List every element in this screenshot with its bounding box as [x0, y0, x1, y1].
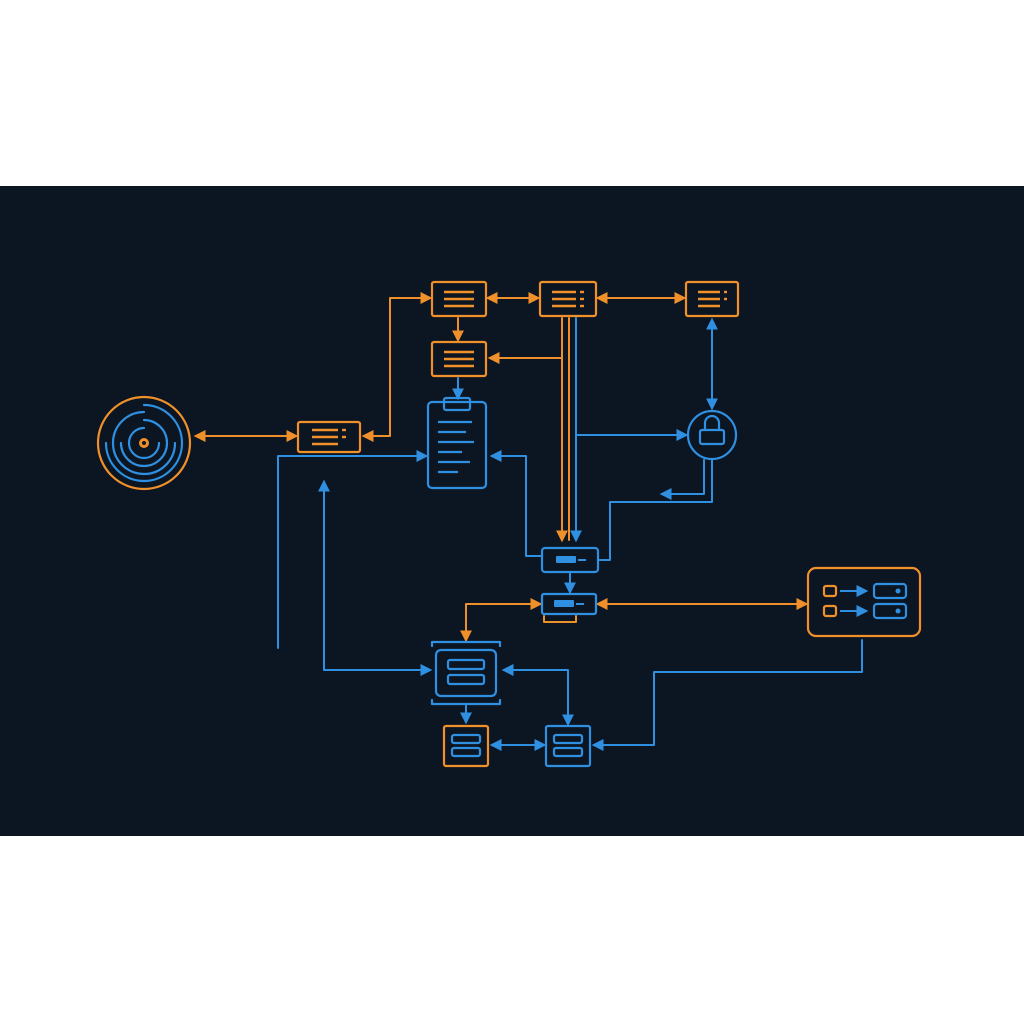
connector-control-panel-storage [591, 639, 863, 751]
router-icon[interactable] [540, 546, 600, 574]
lock-icon[interactable] [686, 409, 738, 461]
connector-lock-hub-1 [597, 459, 713, 561]
connector-hub-server-orange [460, 598, 543, 643]
toggle-panel-icon[interactable] [806, 566, 922, 638]
document-lines-icon[interactable] [430, 280, 488, 318]
connector-lock-hub-2 [659, 459, 705, 500]
document-lines-icon[interactable] [430, 340, 488, 378]
connector-hub-underline [543, 615, 577, 623]
connectors [193, 292, 863, 751]
router-icon[interactable] [540, 592, 598, 616]
clipboard-icon[interactable] [426, 396, 488, 490]
storage-icon[interactable] [544, 724, 592, 768]
server-icon[interactable] [430, 640, 502, 706]
connector-doc-e-doc-a [361, 292, 433, 442]
connector-left-clipboard [277, 450, 429, 649]
radar-target-icon[interactable] [96, 395, 192, 491]
connector-server-storage-right [501, 664, 574, 727]
document-lines-icon[interactable] [296, 420, 362, 454]
document-lines-icon[interactable] [538, 280, 598, 318]
document-lines-icon[interactable] [684, 280, 740, 318]
storage-icon[interactable] [442, 724, 490, 768]
connector-clipboard-hub [489, 450, 543, 557]
